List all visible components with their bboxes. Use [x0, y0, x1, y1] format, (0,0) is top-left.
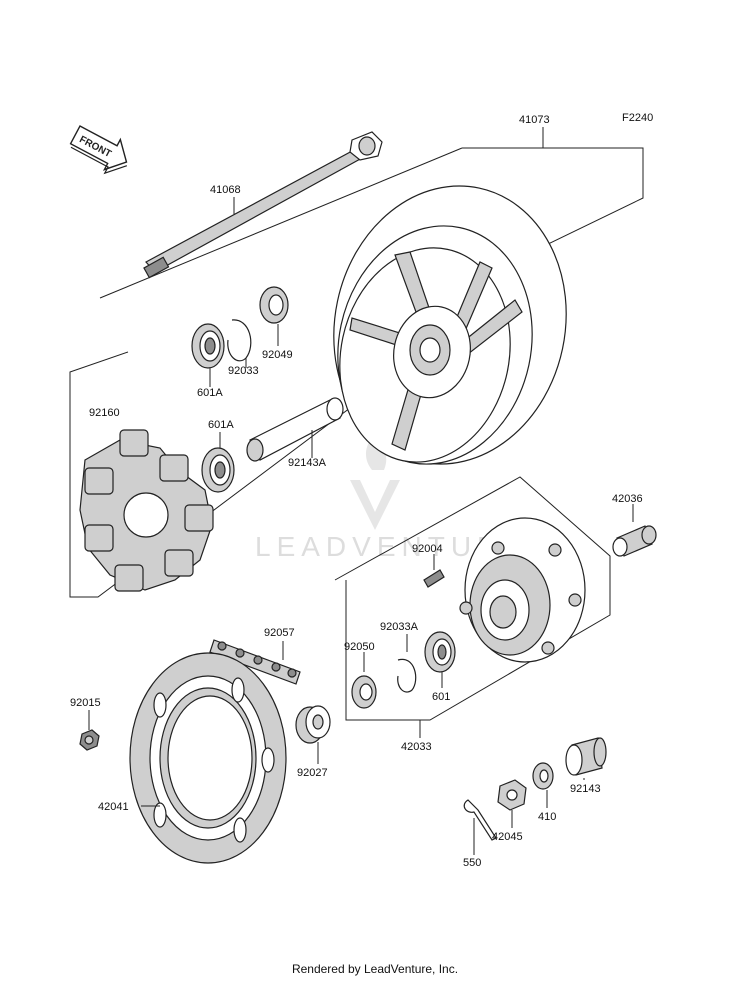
castle-nut-42045 [497, 779, 527, 811]
label-92160: 92160 [89, 407, 120, 419]
figure-code: F2240 [622, 112, 653, 124]
label-92004: 92004 [412, 543, 443, 555]
hub-assembly-outline [334, 476, 611, 721]
bearing-601a-top [191, 323, 225, 369]
label-92143a: 92143A [288, 457, 327, 469]
label-42041: 42041 [98, 801, 129, 813]
label-410: 410 [538, 811, 556, 823]
front-arrow-icon: FRONT [69, 125, 128, 175]
stud-92004 [423, 569, 445, 588]
axle [143, 131, 383, 279]
bearing-601 [424, 631, 456, 673]
cotter-pin-550 [463, 799, 497, 841]
circlip-92033a [397, 658, 417, 693]
label-92027: 92027 [297, 767, 328, 779]
label-92143: 92143 [570, 783, 601, 795]
footer-credit: Rendered by LeadVenture, Inc. [291, 962, 459, 976]
circlip-92033 [227, 319, 252, 362]
label-41068: 41068 [210, 184, 241, 196]
label-92033a: 92033A [380, 621, 419, 633]
label-92050: 92050 [344, 641, 375, 653]
collar-92143 [565, 737, 607, 776]
collar-42036 [612, 525, 657, 557]
label-41073: 41073 [519, 114, 550, 126]
label-42036: 42036 [612, 493, 643, 505]
label-42045: 42045 [492, 831, 523, 843]
label-601a-mid: 601A [208, 419, 234, 431]
label-92057: 92057 [264, 627, 295, 639]
nut-92015 [79, 729, 100, 751]
part-labels: 41073 41068 92049 92033 601A 92160 601A … [70, 114, 643, 869]
bearing-601a-mid [201, 447, 235, 493]
oil-seal-92050 [351, 675, 377, 709]
label-601: 601 [432, 691, 450, 703]
sprocket-42041 [129, 652, 287, 864]
washer-410 [532, 762, 554, 790]
label-92015: 92015 [70, 697, 101, 709]
label-92049: 92049 [262, 349, 293, 361]
collar-92027 [295, 705, 331, 744]
damper-92160 [79, 429, 214, 592]
chain-92057 [209, 639, 301, 685]
label-550: 550 [463, 857, 481, 869]
label-601a-top: 601A [197, 387, 223, 399]
sprocket-hub-42033 [459, 517, 586, 663]
label-92033: 92033 [228, 365, 259, 377]
spacer-92143a [246, 397, 344, 462]
wheel [333, 185, 567, 465]
oil-seal-92049 [259, 286, 289, 324]
label-42033: 42033 [401, 741, 432, 753]
leader-lines [88, 127, 634, 855]
